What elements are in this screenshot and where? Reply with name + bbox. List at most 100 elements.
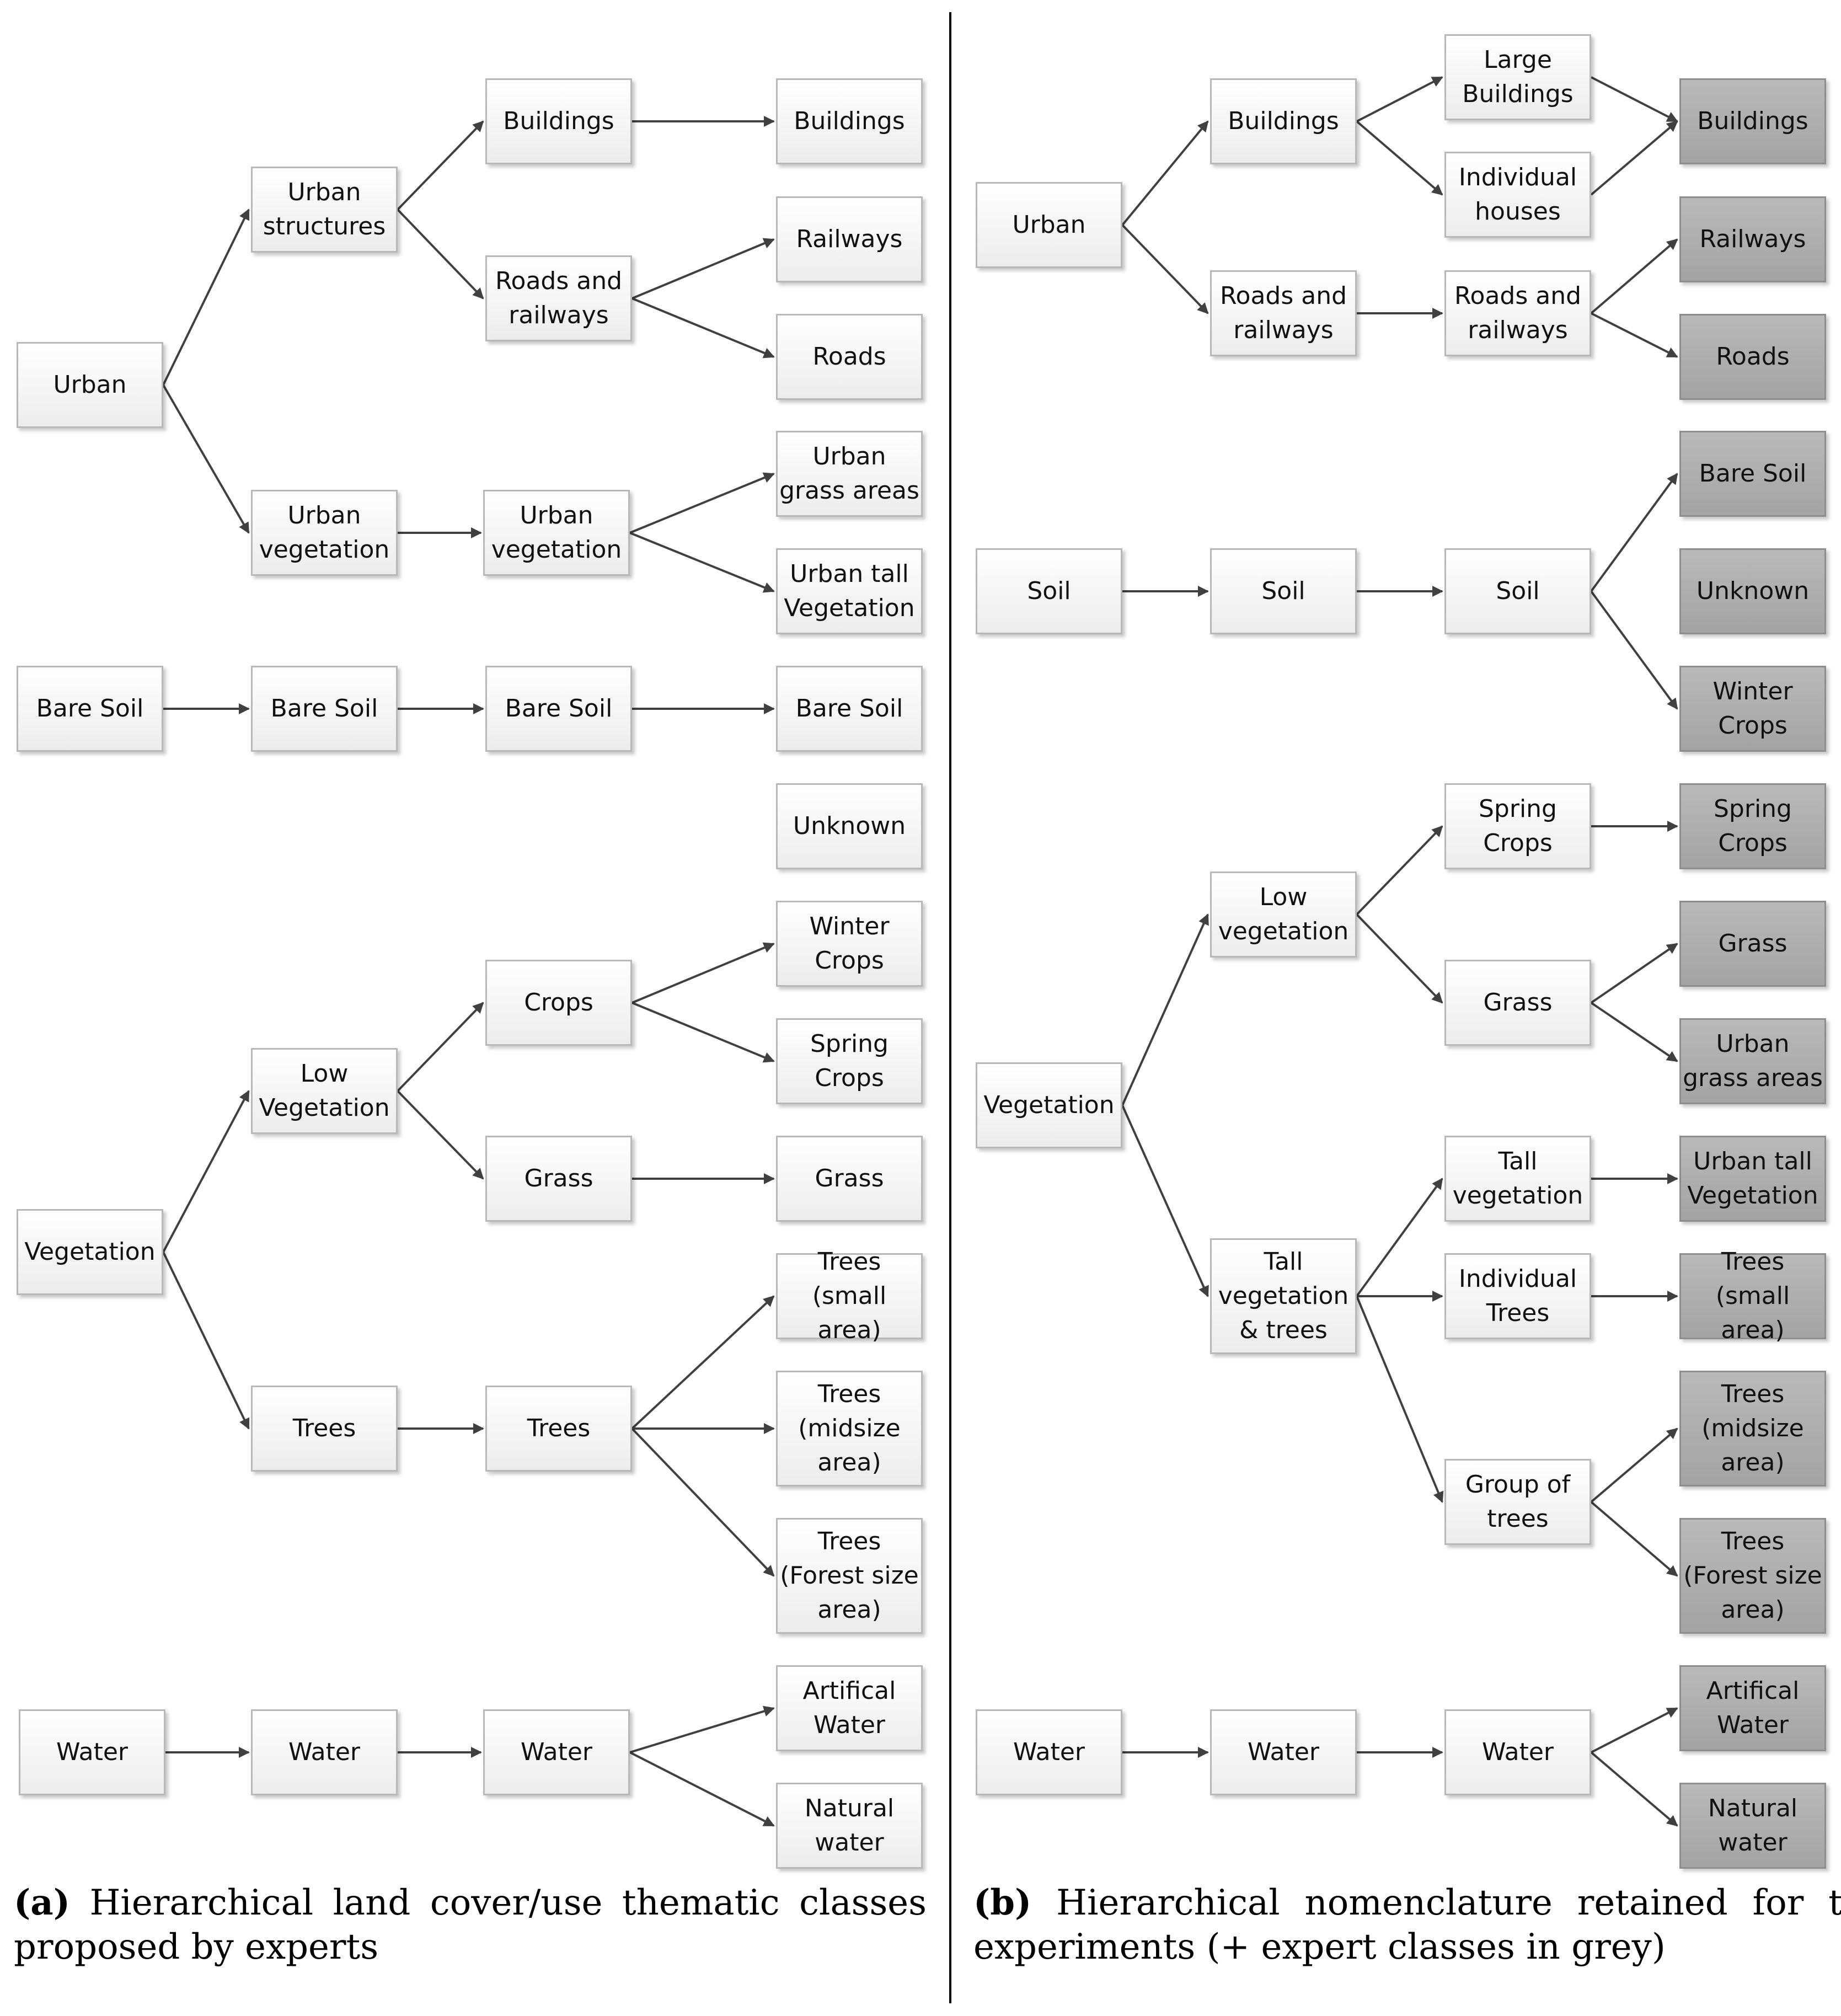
node-a-vegetation: Vegetation: [17, 1209, 163, 1295]
caption-b-text: Hierarchical nomenclature retained for t…: [973, 1883, 1841, 1967]
node-a-urban-grass: Urban grass areas: [776, 431, 923, 517]
node-b-vegetation: Vegetation: [976, 1062, 1122, 1148]
edge-b_tall_veg_trees-to-b_group_trees: [1356, 1296, 1444, 1503]
edge-b_buildings-to-b_individual_houses: [1356, 120, 1443, 196]
node-b-urban-tall-vegetation-expert: Urban tall Vegetation: [1679, 1136, 1826, 1222]
edge-b_soil_3-to-b_baresoil_g: [1590, 473, 1678, 592]
node-b-roads-railways-1: Roads and railways: [1210, 270, 1357, 356]
edge-b_water_3-to-b_artificial_water_g: [1591, 1707, 1678, 1753]
edge-b_grass-to-b_urban_grass_g: [1590, 1002, 1678, 1062]
node-b-large-buildings: Large Buildings: [1444, 34, 1591, 120]
edge-a_trees_2-to-a_trees_forest: [631, 1427, 775, 1577]
node-a-unknown: Unknown: [776, 783, 923, 869]
node-a-buildings-2: Buildings: [776, 78, 923, 164]
edge-b_tall_veg_trees-to-b_tall_vegetation: [1356, 1178, 1443, 1297]
edge-b_vegetation-to-b_low_vegetation: [1121, 913, 1209, 1106]
node-b-urban: Urban: [976, 182, 1122, 268]
edge-a_roads_railways-to-a_railways: [631, 238, 775, 300]
node-a-water-3: Water: [483, 1709, 630, 1795]
node-b-soil-3: Soil: [1444, 548, 1591, 634]
edge-b_group_trees-to-b_trees_midsize_g: [1590, 1427, 1678, 1503]
caption-b-label: (b): [973, 1882, 1032, 1923]
node-b-tall-vegetation-and-trees: Tall vegetation & trees: [1210, 1238, 1357, 1354]
node-a-trees-1: Trees: [251, 1386, 398, 1472]
edge-b_individual_houses-to-b_buildings_g: [1590, 120, 1678, 196]
node-a-urban-tall-vegetation: Urban tall Vegetation: [776, 548, 923, 634]
node-a-water-1: Water: [19, 1709, 165, 1795]
node-b-soil-2: Soil: [1210, 548, 1357, 634]
node-a-trees-midsize-area: Trees (midsize area): [776, 1371, 923, 1486]
node-a-urban-vegetation-2: Urban vegetation: [483, 490, 630, 576]
node-b-individual-trees: Individual Trees: [1444, 1253, 1591, 1339]
edge-b_roads_railways_2-to-b_roads_g: [1591, 312, 1678, 358]
edge-a_trees_2-to-a_trees_small: [631, 1295, 775, 1430]
edge-a_urban_vegetation_2-to-a_urban_grass: [629, 472, 775, 534]
edge-a_low_vegetation-to-a_crops: [397, 1002, 484, 1092]
node-b-grass: Grass: [1444, 960, 1591, 1046]
node-b-water-2: Water: [1210, 1709, 1357, 1795]
edge-a_urban_structures-to-a_buildings_1: [397, 120, 484, 211]
node-a-trees-small-area: Trees (small area): [776, 1248, 923, 1344]
node-a-natural-water: Natural water: [776, 1783, 923, 1869]
node-a-roads: Roads: [776, 314, 923, 400]
node-a-bare-soil-3: Bare Soil: [485, 666, 632, 752]
node-a-low-vegetation: Low Vegetation: [251, 1048, 398, 1134]
node-b-buildings: Buildings: [1210, 78, 1357, 164]
node-b-natural-water-expert: Natural water: [1679, 1783, 1826, 1869]
node-a-spring-crops: Spring Crops: [776, 1018, 923, 1104]
node-a-railways: Railways: [776, 196, 923, 282]
caption-a-text: Hierarchical land cover/use thematic cla…: [14, 1883, 927, 1967]
node-a-bare-soil-1: Bare Soil: [17, 666, 163, 752]
node-b-winter-crops-expert: Winter Crops: [1679, 666, 1826, 752]
edge-a_urban_structures-to-a_roads_railways: [397, 208, 484, 300]
node-b-soil-1: Soil: [976, 548, 1122, 634]
edge-b_low_vegetation-to-b_grass: [1356, 913, 1443, 1004]
node-b-tall-vegetation: Tall vegetation: [1444, 1136, 1591, 1222]
node-a-bare-soil-2: Bare Soil: [251, 666, 398, 752]
node-a-urban: Urban: [17, 342, 163, 428]
edge-a_roads_railways-to-a_roads: [631, 297, 775, 359]
caption-b: (b) Hierarchical nomenclature retained f…: [973, 1881, 1841, 1969]
node-a-buildings-1: Buildings: [485, 78, 632, 164]
node-a-roads-railways: Roads and railways: [485, 255, 632, 341]
edge-a_vegetation-to-a_trees_1: [162, 1252, 250, 1430]
node-b-railways-expert: Railways: [1679, 196, 1826, 282]
edge-a_crops-to-a_spring_crops: [631, 1002, 775, 1063]
node-b-buildings-expert: Buildings: [1679, 78, 1826, 164]
node-a-grass-1: Grass: [485, 1136, 632, 1222]
edge-b_large_buildings-to-b_buildings_g: [1591, 76, 1678, 122]
edge-b_low_vegetation-to-b_spring_crops: [1356, 825, 1443, 916]
node-b-individual-houses: Individual houses: [1444, 152, 1591, 238]
caption-a-label: (a): [14, 1882, 71, 1923]
node-a-artificial-water: Artifical Water: [776, 1665, 923, 1751]
node-b-roads-railways-2: Roads and railways: [1444, 270, 1591, 356]
edge-a_urban-to-a_urban_structures: [162, 208, 250, 386]
node-a-grass-2: Grass: [776, 1136, 923, 1222]
node-a-bare-soil-4: Bare Soil: [776, 666, 923, 752]
node-b-urban-grass-expert: Urban grass areas: [1679, 1018, 1826, 1104]
edge-a_urban-to-a_urban_vegetation_1: [162, 384, 250, 534]
panel-divider: [949, 12, 951, 2003]
node-a-urban-vegetation-1: Urban vegetation: [251, 490, 398, 576]
node-a-urban-structures: Urban structures: [251, 167, 398, 253]
edge-b_urban-to-b_buildings: [1121, 120, 1209, 226]
edge-b_soil_3-to-b_winter_crops_g: [1590, 590, 1678, 710]
caption-a: (a) Hierarchical land cover/use thematic…: [14, 1881, 927, 1969]
edge-a_vegetation-to-a_low_vegetation: [162, 1090, 250, 1253]
node-b-spring-crops-expert: Spring Crops: [1679, 783, 1826, 869]
edge-a_urban_vegetation_2-to-a_urban_tall: [629, 532, 775, 593]
edge-a_low_vegetation-to-a_grass_1: [397, 1090, 484, 1180]
edge-a_water_3-to-a_natural_water: [629, 1751, 775, 1827]
edge-b_group_trees-to-b_trees_forest_g: [1590, 1501, 1678, 1577]
edge-b_vegetation-to-b_tall_veg_trees: [1121, 1105, 1209, 1297]
node-b-low-vegetation: Low vegetation: [1210, 871, 1357, 958]
node-b-spring-crops: Spring Crops: [1444, 783, 1591, 869]
node-b-grass-expert: Grass: [1679, 901, 1826, 987]
node-b-group-of-trees: Group of trees: [1444, 1459, 1591, 1545]
node-a-water-2: Water: [251, 1709, 398, 1795]
edge-b_urban-to-b_roads_railways_1: [1121, 224, 1209, 314]
node-a-crops: Crops: [485, 960, 632, 1046]
edge-b_buildings-to-b_large_buildings: [1356, 76, 1443, 122]
